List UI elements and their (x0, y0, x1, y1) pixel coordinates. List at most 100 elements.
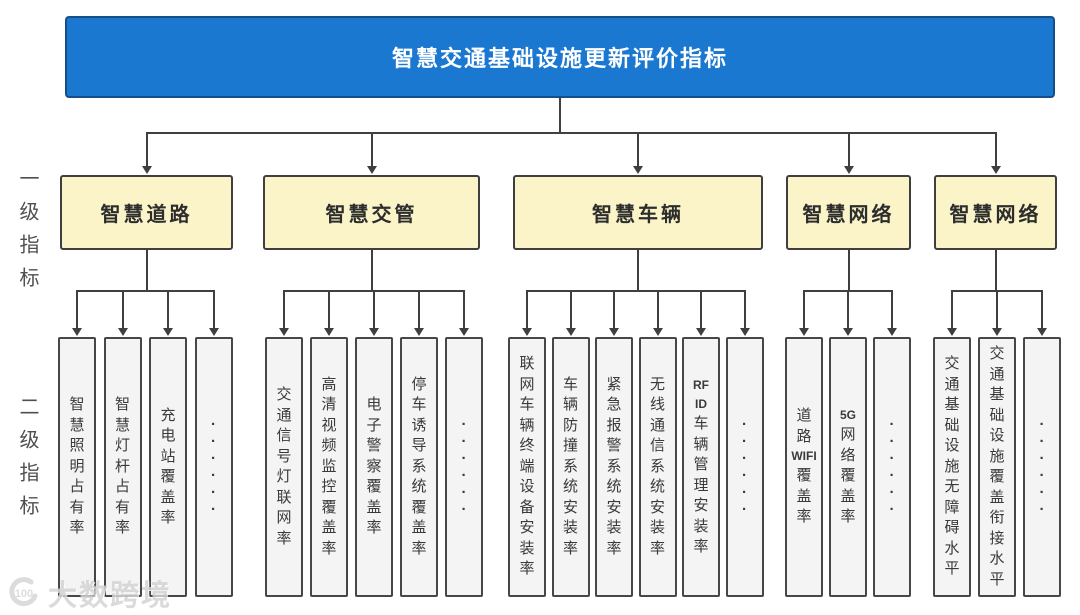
indicator-char: 智 (69, 396, 85, 414)
indicator-char: 联 (276, 488, 292, 506)
indicator-char: 盖 (411, 519, 427, 537)
indicator-char: 系 (649, 457, 665, 475)
indicator-char: 安 (606, 498, 622, 516)
indicator-char: 装 (606, 519, 622, 537)
connector-line (559, 98, 561, 134)
indicator-char: 辆 (693, 435, 709, 453)
dots-label: · (1039, 450, 1045, 467)
indicator-char: 率 (693, 538, 709, 556)
dots-label: · (742, 450, 747, 467)
arrow-down-icon (633, 166, 643, 174)
indicator-char: 率 (411, 539, 427, 557)
connector-line (613, 290, 615, 329)
indicator-char: 防 (562, 416, 578, 434)
indicator-char: 施 (989, 447, 1005, 465)
indicator-char: 端 (519, 457, 535, 475)
dots-label: · (742, 416, 747, 433)
dots-label: · (461, 501, 467, 518)
connector-line (743, 290, 746, 329)
arrow-down-icon (1037, 328, 1047, 336)
indicator-node: ······ (1023, 337, 1061, 597)
connector-line (121, 290, 124, 329)
indicator-char: 灯 (276, 468, 292, 485)
dots-label: · (461, 484, 467, 501)
indicator-char: 设 (989, 427, 1005, 444)
indicator-char: 安 (562, 498, 578, 516)
dots-label: · (742, 501, 747, 518)
connector-line (167, 290, 169, 329)
indicator-char: 明 (69, 457, 85, 475)
root-node: 智慧交通基础设施更新评价指标 (65, 16, 1055, 98)
indicator-char: 安 (693, 497, 709, 515)
indicator-char: 车 (519, 396, 535, 414)
connector-line (527, 290, 745, 292)
connector-line (803, 290, 805, 329)
indicator-char: 车 (693, 415, 709, 433)
indicator-char: 碍 (944, 519, 960, 537)
indicator-char: 交 (944, 355, 960, 373)
arrow-down-icon (72, 328, 82, 336)
connector-line (847, 290, 849, 329)
indicator-char: 率 (649, 539, 665, 557)
indicator-char: 基 (989, 386, 1005, 403)
indicator-char: 率 (562, 539, 578, 557)
indicator-char: 有 (114, 498, 130, 516)
indicator-char: 设 (519, 478, 535, 496)
indicator-char: 盖 (989, 488, 1005, 506)
indicator-node: 智慧灯杆占有率 (103, 337, 142, 597)
indicator-char: 统 (606, 478, 622, 496)
arrow-down-icon (992, 328, 1002, 336)
indicator-char: 灯 (114, 437, 130, 455)
category-node: 智慧交管 (263, 175, 480, 250)
indicator-node: 停车诱导系统覆盖率 (400, 337, 438, 597)
indicator-node: ······ (194, 337, 233, 597)
indicator-char: 装 (693, 517, 709, 535)
category-label: 智慧交管 (325, 204, 418, 226)
indicator-char: 接 (989, 529, 1005, 547)
indicator-char: 率 (796, 508, 812, 526)
svg-text:100: 100 (15, 588, 33, 600)
indicator-node: 高清视频监控覆盖率 (310, 337, 348, 597)
indicator-char: 辆 (519, 416, 535, 434)
indicator-char: 察 (366, 457, 382, 475)
indicator-char: 高 (321, 375, 337, 393)
indicator-char: 频 (321, 437, 337, 455)
indicator-char: 覆 (989, 468, 1005, 485)
connector-line (212, 290, 215, 329)
dots-label: · (889, 450, 895, 467)
watermark: 100 大数跨境 (2, 572, 172, 614)
dots-label: · (889, 416, 895, 433)
connector-line (283, 290, 285, 329)
indicator-char: 监 (321, 457, 337, 475)
category-label: 智慧网络 (802, 204, 895, 226)
indicator-char: 系 (411, 457, 427, 475)
dots-label: · (211, 416, 216, 433)
indicator-char: 盖 (840, 487, 856, 505)
category-label: 智慧车辆 (592, 204, 684, 226)
connector-line (637, 132, 639, 167)
indicator-char: 控 (321, 478, 337, 496)
indicator-char: 号 (276, 447, 292, 465)
indicator-node: ······ (873, 337, 911, 597)
indicator-char: 率 (114, 519, 130, 537)
indicator-char: 基 (944, 396, 960, 414)
indicator-char: 率 (69, 519, 85, 537)
indicator-char: 撞 (562, 437, 578, 455)
indicator-char: 紧 (606, 375, 622, 393)
indicator-node: 电子警察覆盖率 (355, 337, 393, 597)
indicator-char: 管 (693, 456, 709, 474)
arrow-down-icon (279, 328, 289, 336)
indicator-char: 系 (606, 457, 622, 475)
indicator-char: ID (695, 397, 707, 412)
connector-line (373, 290, 375, 329)
indicator-char: 网 (276, 509, 292, 526)
root-node-label: 智慧交通基础设施更新评价指标 (391, 46, 728, 71)
indicator-char: 障 (944, 498, 960, 516)
indicator-char: 联 (519, 355, 535, 373)
indicator-char: 覆 (411, 498, 427, 516)
category-node: 智慧网络 (934, 175, 1057, 250)
dots-label: · (1039, 467, 1045, 484)
dots-label: · (211, 467, 216, 484)
dots-label: · (889, 467, 895, 484)
